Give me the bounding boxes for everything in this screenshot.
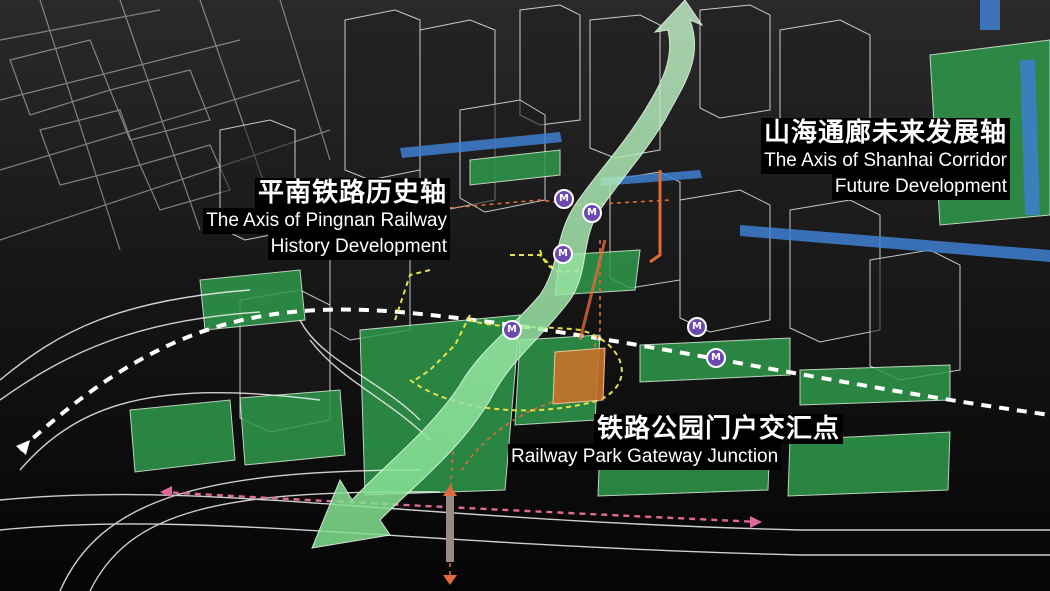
pingnan-axis-title-cn: 平南铁路历史轴 [254, 178, 450, 208]
street-grid [0, 0, 331, 251]
orange-connector [649, 170, 662, 264]
orange-arrow-down [443, 575, 457, 585]
pingnan-axis-title-en-1: The Axis of Pingnan Railway [203, 208, 450, 234]
pingnan-axis-label: 平南铁路历史轴 The Axis of Pingnan Railway Hist… [112, 178, 450, 260]
gateway-junction-block [552, 347, 606, 405]
orange-arrow-up [443, 485, 457, 496]
shanhai-axis-title-en-1: The Axis of Shanhai Corridor [761, 148, 1010, 174]
shanhai-corridor-axis-arrow [311, 0, 704, 549]
shanhai-axis-title-cn: 山海通廊未来发展轴 [760, 118, 1010, 148]
metro-station-icon: M [706, 348, 726, 368]
pingnan-axis-title-en-2: History Development [267, 234, 450, 260]
metro-station-icon: M [554, 189, 574, 209]
gateway-bridge-bar [446, 492, 454, 562]
water-channels [400, 0, 1050, 262]
orange-link-bar [578, 239, 607, 341]
metro-station-icon: M [687, 317, 707, 337]
pink-dashed-path [161, 490, 761, 524]
shanhai-axis-title-en-2: Future Development [831, 174, 1010, 200]
pink-arrow-left [160, 486, 172, 498]
metro-station-icon: M [553, 244, 573, 264]
gateway-junction-label: 铁路公园门户交汇点 Railway Park Gateway Junction [508, 414, 898, 470]
shanhai-axis-label: 山海通廊未来发展轴 The Axis of Shanhai Corridor F… [664, 118, 1010, 200]
metro-station-icon: M [502, 320, 522, 340]
metro-station-icon: M [582, 203, 602, 223]
pingnan-railway-line [18, 307, 1050, 452]
gateway-junction-title-en: Railway Park Gateway Junction [508, 444, 782, 470]
gateway-junction-title-cn: 铁路公园门户交汇点 [594, 414, 844, 444]
railway-arrowhead [16, 440, 30, 455]
pink-arrow-right [750, 516, 762, 528]
